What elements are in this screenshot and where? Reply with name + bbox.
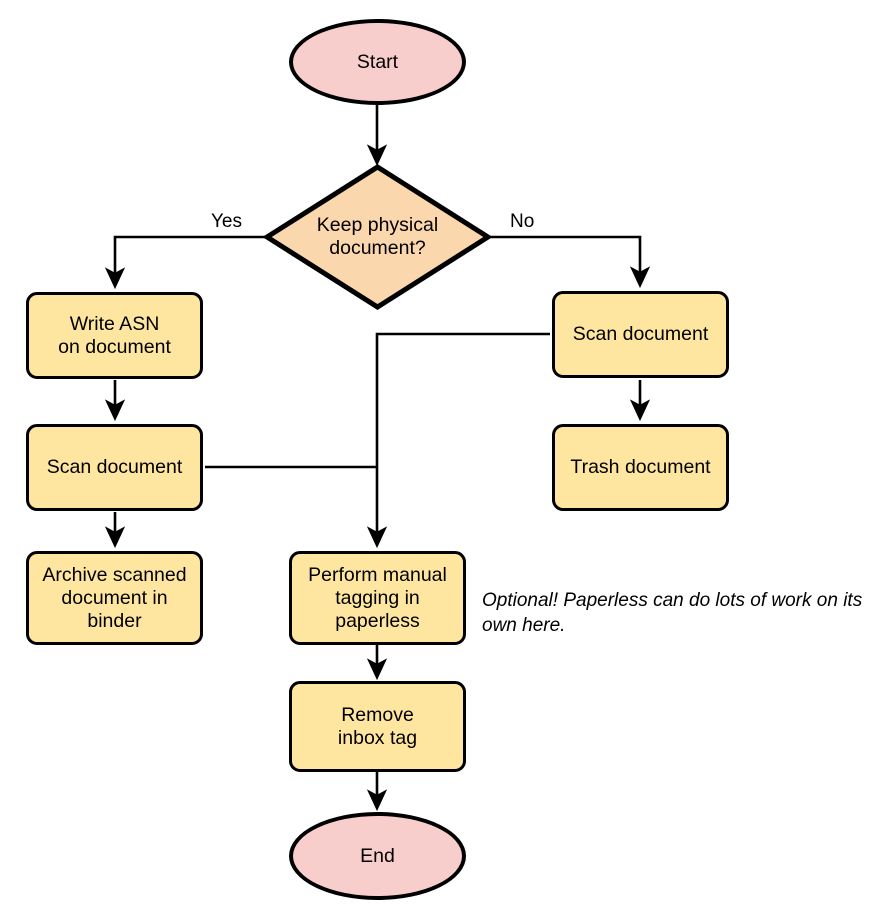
edge-scan-right-to-tagging <box>366 332 550 549</box>
annotation-optional-note: Optional! Paperless can do lots of work … <box>482 590 863 637</box>
node-end-label: End <box>360 844 395 867</box>
edge-label-yes: Yes <box>209 211 244 233</box>
decision-diamond-shape <box>263 163 492 311</box>
node-archive-label: Archive scanned document in binder <box>42 563 187 632</box>
node-write-asn-on-document[interactable]: Write ASN on document <box>26 292 203 379</box>
node-perform-manual-tagging[interactable]: Perform manual tagging in paperless <box>289 551 466 645</box>
node-scan-document-left[interactable]: Scan document <box>26 424 203 511</box>
edge-decision-yes-to-write-asn <box>104 235 265 290</box>
node-archive-scanned-document[interactable]: Archive scanned document in binder <box>26 551 203 645</box>
node-scan-document-left-label: Scan document <box>46 456 183 478</box>
node-decision-label: Keep physical document? <box>316 214 439 259</box>
node-start[interactable]: Start <box>289 19 466 105</box>
node-trash-document[interactable]: Trash document <box>552 424 729 511</box>
node-start-label: Start <box>356 50 399 73</box>
node-decision-keep-physical-document[interactable]: Keep physical document? <box>263 163 492 311</box>
node-tagging-label: Perform manual tagging in paperless <box>308 563 447 632</box>
node-remove-inbox-tag-label: Remove inbox tag <box>337 703 418 749</box>
node-end[interactable]: End <box>289 812 466 900</box>
edge-decision-no-to-scan-right <box>490 235 651 289</box>
node-write-asn-label: Write ASN on document <box>58 312 171 358</box>
node-remove-inbox-tag[interactable]: Remove inbox tag <box>289 681 466 772</box>
edge-label-no: No <box>508 211 537 233</box>
node-trash-document-label: Trash document <box>570 456 711 478</box>
node-scan-document-right[interactable]: Scan document <box>552 291 729 378</box>
node-scan-document-right-label: Scan document <box>572 323 709 345</box>
